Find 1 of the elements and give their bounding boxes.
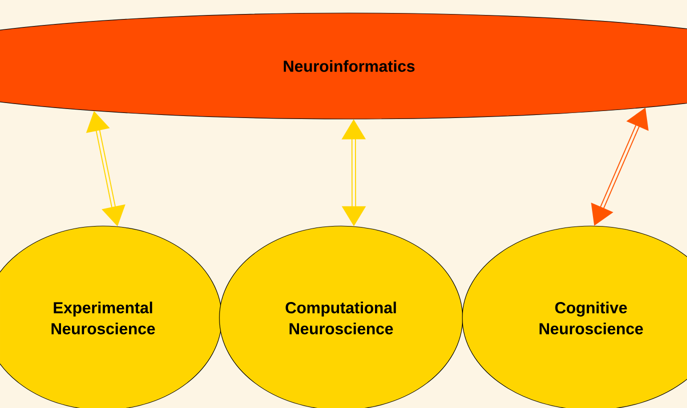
oval: Neuroinformatics [0,12,687,120]
